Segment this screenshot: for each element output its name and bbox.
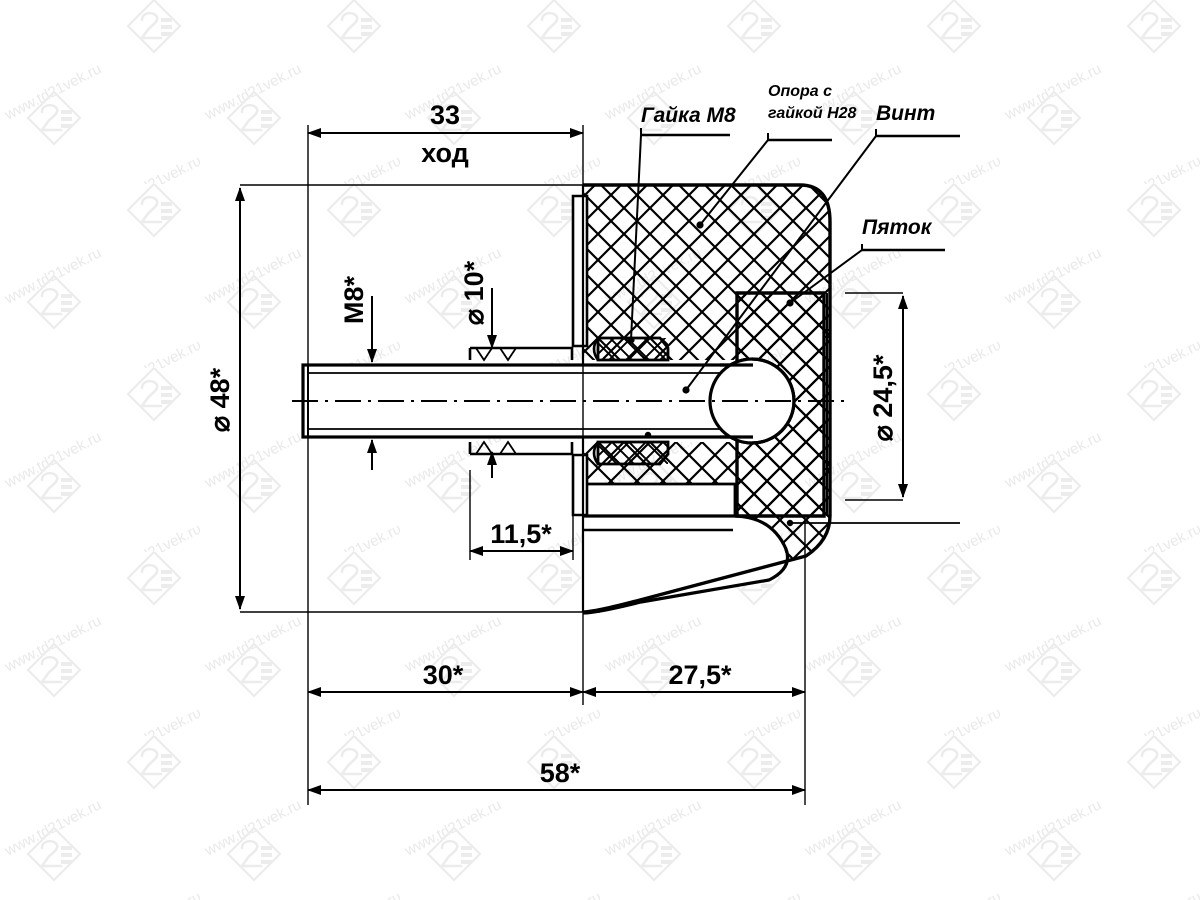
dimension-value-dia48: ⌀ 48*	[205, 367, 235, 432]
dimension-value-58: 58*	[540, 758, 581, 788]
dimension-thread-m8: M8*	[339, 276, 377, 470]
shoulder-step	[468, 346, 574, 456]
callout-nut-m8: Гайка М8	[627, 104, 736, 344]
callout-label-nut-m8: Гайка М8	[641, 104, 736, 127]
dimension-offset-115: 11,5*	[469, 519, 574, 556]
dimension-value-dia245: ⌀ 24,5*	[868, 354, 898, 441]
dimension-value-275: 27,5*	[668, 660, 732, 690]
section-leader-dots	[644, 431, 960, 527]
body-internal-cavities	[573, 196, 786, 611]
callout-support-h28: Опора с гайкой Н28	[696, 83, 857, 229]
extension-lines	[240, 125, 903, 805]
callout-label-heel: Пяток	[862, 216, 933, 239]
dimension-length-30: 30*	[307, 660, 584, 697]
dimension-diameter-10: ⌀ 10*	[459, 260, 497, 478]
nut-m8-part	[592, 336, 670, 466]
dimension-value-30: 30*	[423, 660, 464, 690]
callout-screw: Винт	[682, 102, 960, 394]
dimension-stroke-33: 33 ход	[307, 100, 584, 168]
dimension-length-58: 58*	[307, 758, 806, 795]
callout-label-support-h28-line1: Опора с	[768, 83, 832, 100]
callout-heel: Пяток	[786, 216, 945, 307]
dimension-value-m8: M8*	[339, 276, 369, 325]
dimension-note-hod: ход	[421, 138, 469, 168]
dimension-diameter-48: ⌀ 48*	[205, 187, 245, 610]
dimension-value-115: 11,5*	[490, 519, 552, 549]
callout-label-screw: Винт	[876, 102, 935, 125]
dimension-value-dia10: ⌀ 10*	[459, 260, 489, 325]
callout-label-support-h28-line2: гайкой Н28	[768, 105, 857, 122]
dimension-length-275: 27,5*	[582, 660, 806, 697]
dimension-value-33: 33	[430, 100, 460, 130]
dimension-diameter-245: ⌀ 24,5*	[868, 295, 908, 498]
